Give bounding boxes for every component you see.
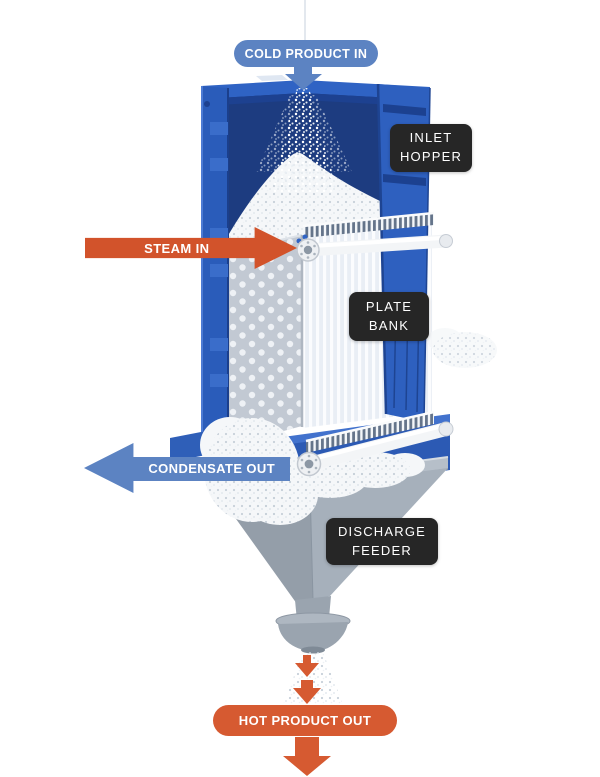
inlet-hopper-line2: HOPPER — [399, 149, 463, 164]
cold-product-in-badge: COLD PRODUCT IN — [234, 40, 378, 67]
pellet-foam — [200, 328, 497, 525]
discharge-feeder-line1: DISCHARGE — [337, 523, 427, 539]
cold-product-in-text: COLD PRODUCT IN — [244, 46, 368, 61]
discharge-feeder-line2: FEEDER — [352, 542, 412, 558]
steam-header-pipe — [296, 211, 453, 262]
hot-product-out-text: HOT PRODUCT OUT — [238, 713, 372, 728]
cold-product-in-arrow — [285, 63, 322, 90]
inlet-hopper-label: INLET HOPPER — [390, 124, 472, 172]
discharge-feeder-label: DISCHARGE FEEDER — [326, 518, 438, 565]
condensate-header-pipe — [296, 410, 454, 477]
hot-product-out-badge: HOT PRODUCT OUT — [213, 705, 397, 736]
plate-bank-line1: PLATE — [365, 298, 413, 314]
plate-bank-line2: BANK — [368, 317, 410, 333]
plate-bank-label: PLATE BANK — [349, 292, 429, 341]
hot-product-out-arrows — [283, 655, 331, 776]
steam-in-text: STEAM IN — [144, 240, 210, 256]
product-feed-line — [304, 0, 306, 40]
falling-product-stream — [256, 88, 352, 192]
inlet-hopper-line1: INLET — [409, 130, 453, 146]
casing-left-wall — [201, 86, 229, 448]
condensate-out-text: CONDENSATE OUT — [148, 460, 276, 476]
